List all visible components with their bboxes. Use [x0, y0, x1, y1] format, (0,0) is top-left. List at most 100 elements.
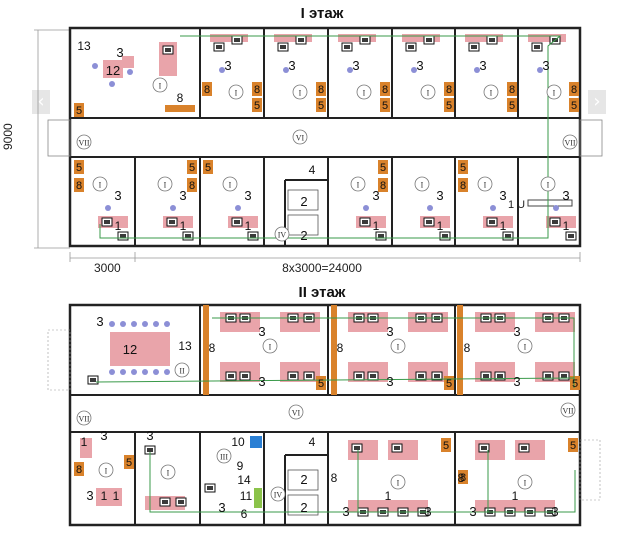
cabinet-marker [316, 82, 326, 96]
room-number: 8 [209, 341, 216, 355]
room-number: 2 [300, 472, 307, 487]
room-type-label: VII [78, 415, 89, 424]
computer-screen-icon [418, 374, 424, 378]
room-number: 2 [300, 228, 307, 243]
desk [110, 332, 170, 366]
cabinet-number: 5 [126, 457, 132, 469]
room-type-label: VII [564, 139, 575, 148]
room-number: 3 [288, 58, 295, 73]
cabinet-marker [568, 438, 578, 452]
cabinet-number: 8 [204, 84, 210, 96]
cabinet-marker [444, 376, 454, 390]
chair-icon [219, 67, 225, 73]
room-number: 13 [178, 339, 192, 353]
cabinet-number: 5 [254, 100, 260, 112]
room-number: 3 [551, 504, 558, 519]
computer-screen-icon [534, 45, 540, 49]
room-number: 3 [96, 314, 103, 329]
computer-screen-icon [394, 446, 400, 450]
room-number: 3 [424, 504, 431, 519]
room-number: 8 [458, 471, 465, 485]
cabinet-strip [331, 305, 337, 395]
prev-arrow-icon[interactable]: ‹ [32, 90, 50, 114]
cabinet-number: 8 [460, 472, 466, 484]
computer-screen-icon [481, 446, 487, 450]
desk [465, 34, 503, 42]
room-number: 3 [542, 58, 549, 73]
room-type-label: VI [292, 409, 301, 418]
chair-icon [553, 205, 559, 211]
cabinet-marker [316, 98, 326, 112]
chair-icon [92, 63, 98, 69]
chair-icon [120, 369, 126, 375]
computer-screen-icon [362, 38, 368, 42]
computer-screen-icon [408, 45, 414, 49]
next-arrow-icon[interactable]: › [588, 90, 606, 114]
room-number: 3 [146, 428, 153, 443]
chair-icon [109, 81, 115, 87]
desk [122, 56, 134, 68]
cabinet-strip [457, 305, 463, 395]
outer-stair-left [47, 329, 71, 391]
room-type-marker [390, 338, 406, 354]
chair-icon [363, 205, 369, 211]
cabinet-marker [507, 82, 517, 96]
room-type-label: III [220, 453, 228, 462]
room-number: 9 [237, 459, 244, 473]
room-number: 8 [331, 471, 338, 485]
computer-screen-icon [552, 220, 558, 224]
room-number: 1 [245, 219, 252, 233]
chair-icon [347, 67, 353, 73]
room-number: 1 [512, 489, 519, 503]
cabinet-marker [507, 98, 517, 112]
computer-screen-icon [185, 234, 191, 238]
computer-screen-icon [521, 446, 527, 450]
room-type-label: VII [78, 139, 89, 148]
cabinet-strip [203, 305, 209, 395]
chair-icon [164, 321, 170, 327]
room-type-marker [540, 176, 556, 192]
room-number: 4 [309, 163, 316, 177]
desk [402, 34, 440, 42]
room-type-marker [477, 176, 493, 192]
room-type-label: I [397, 343, 400, 352]
cabinet-number: 8 [380, 180, 386, 192]
room-type-marker [160, 464, 176, 480]
room-type-label: I [547, 181, 550, 190]
computer-screen-icon [306, 374, 312, 378]
computer-screen-icon [344, 45, 350, 49]
cabinet-marker [124, 455, 134, 469]
chair-icon [142, 321, 148, 327]
desk [80, 438, 92, 458]
entrance-left [47, 119, 71, 157]
computer-screen-icon [242, 374, 248, 378]
network-cable [149, 452, 576, 513]
room-number: 3 [352, 58, 359, 73]
computer-screen-icon [290, 374, 296, 378]
room-type-marker [174, 362, 190, 378]
computer-screen-icon [104, 220, 110, 224]
room-number: 8 [464, 341, 471, 355]
room-type-marker [517, 474, 533, 490]
room-type-marker [216, 448, 232, 464]
room-type-marker [292, 129, 308, 145]
cabinet-number: 5 [382, 100, 388, 112]
room-type-marker [562, 134, 578, 150]
computer-screen-icon [442, 234, 448, 238]
room-number: 4 [309, 435, 316, 449]
room-number: 1 [385, 489, 392, 503]
room-type-marker [76, 410, 92, 426]
computer-screen-icon [497, 374, 503, 378]
chair-icon [105, 205, 111, 211]
cabinet-number: 5 [446, 378, 452, 390]
computer-screen-icon [165, 48, 171, 52]
computer-screen-icon [280, 45, 286, 49]
cabinet-marker [252, 82, 262, 96]
room-type-label: I [427, 89, 430, 98]
cabinet-number: 5 [572, 378, 578, 390]
cabinet-number: 5 [570, 440, 576, 452]
cabinet-marker [202, 82, 212, 96]
room-type-marker [483, 84, 499, 100]
room-type-label: VII [562, 407, 573, 416]
